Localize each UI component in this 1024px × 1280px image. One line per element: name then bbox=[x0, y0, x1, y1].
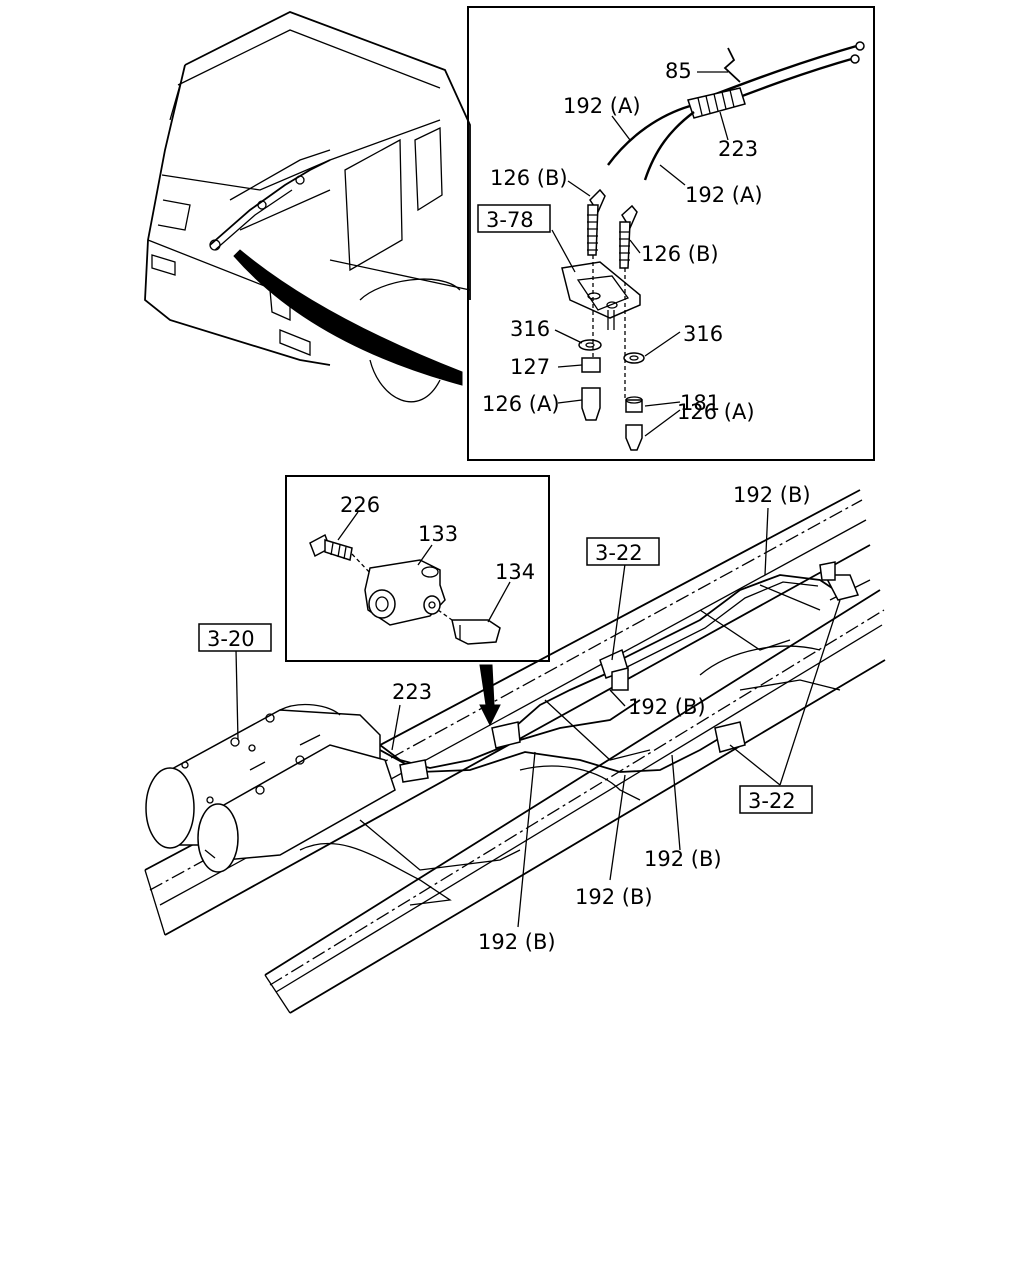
part-labels: 85 192 (A) 223 126 (B) 192 (A) 126 (B) 3… bbox=[340, 59, 811, 954]
label-126a-2: 126 (A) bbox=[677, 400, 755, 424]
cab-pointer-band bbox=[233, 249, 463, 386]
leaders-top bbox=[551, 71, 729, 437]
label-126a-1: 126 (A) bbox=[482, 392, 560, 416]
label-192b-center: 192 (B) bbox=[575, 885, 653, 909]
label-85: 85 bbox=[665, 59, 692, 83]
label-192a-2: 192 (A) bbox=[685, 183, 763, 207]
leaders-tee bbox=[337, 511, 511, 623]
label-192b-right: 192 (B) bbox=[644, 847, 722, 871]
reference-boxes: 3-78 3-22 3-20 3-22 bbox=[198, 204, 813, 814]
tee-pointer-arrow bbox=[479, 664, 501, 727]
ref-3-22-top: 3-22 bbox=[595, 541, 643, 565]
label-192b-bottom: 192 (B) bbox=[478, 930, 556, 954]
label-192b-top: 192 (B) bbox=[733, 483, 811, 507]
detail-box-tee bbox=[285, 475, 550, 662]
label-316-1: 316 bbox=[510, 317, 550, 341]
label-126b-2: 126 (B) bbox=[641, 242, 719, 266]
label-133: 133 bbox=[418, 522, 458, 546]
label-192b-mid: 192 (B) bbox=[628, 695, 706, 719]
ref-3-22-right: 3-22 bbox=[748, 789, 796, 813]
label-134: 134 bbox=[495, 560, 535, 584]
corrugated-cover-223 bbox=[687, 87, 746, 119]
air-tanks-drawing bbox=[145, 703, 396, 873]
label-223-top: 223 bbox=[718, 137, 758, 161]
truck-cab-drawing bbox=[144, 11, 471, 403]
label-181: 181 bbox=[680, 391, 720, 415]
label-316-2: 316 bbox=[683, 322, 723, 346]
valve-detail-drawing bbox=[561, 41, 865, 451]
piping-192b bbox=[379, 561, 860, 783]
label-226: 226 bbox=[340, 493, 380, 517]
label-127: 127 bbox=[510, 355, 550, 379]
label-192a-1: 192 (A) bbox=[563, 94, 641, 118]
tee-detail-drawing bbox=[309, 533, 501, 645]
label-126b-1: 126 (B) bbox=[490, 166, 568, 190]
ref-3-20: 3-20 bbox=[207, 627, 255, 651]
leaders-bottom bbox=[235, 507, 841, 928]
detail-box-valve bbox=[467, 6, 875, 461]
ref-3-78: 3-78 bbox=[486, 208, 534, 232]
label-223-bottom: 223 bbox=[392, 680, 432, 704]
